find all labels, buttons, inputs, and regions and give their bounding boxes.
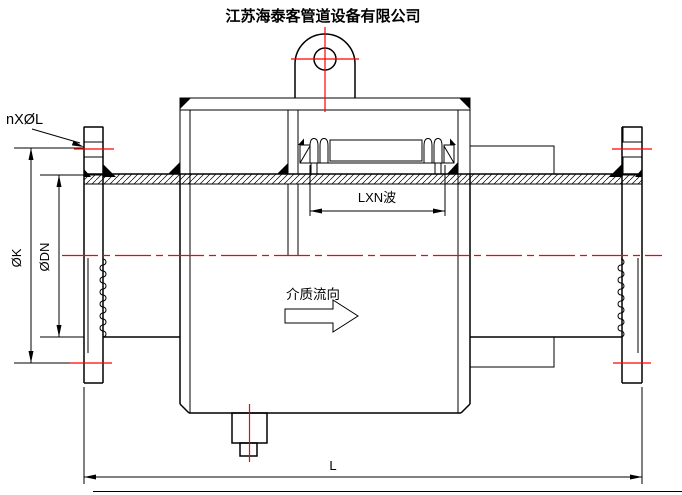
weld-fillet xyxy=(635,169,642,177)
corrugation xyxy=(319,137,329,163)
pipe-wall-section xyxy=(84,174,642,184)
chamfer xyxy=(460,403,471,414)
bellows xyxy=(298,137,456,174)
thread-symbol xyxy=(617,258,625,338)
partition-section xyxy=(287,109,299,175)
weld-fillet xyxy=(168,162,180,174)
bolt-holes-label: nXØL xyxy=(6,112,43,128)
bellows-collar-right xyxy=(443,144,455,164)
flow-direction-label: 介质流向 xyxy=(286,287,340,302)
right-end-ring-section xyxy=(457,109,471,175)
weld-fillet xyxy=(450,138,456,145)
flow-arrow-icon xyxy=(284,299,359,333)
guide-sleeve xyxy=(469,145,555,368)
thread-symbol xyxy=(99,258,107,338)
weld-fillet xyxy=(298,138,304,145)
weld-fillet xyxy=(277,163,288,174)
left-flange xyxy=(83,126,116,384)
weld-fillet xyxy=(84,169,91,177)
corrugation xyxy=(423,137,433,163)
company-title: 江苏海泰客管道设备有限公司 xyxy=(225,7,420,25)
corrugation xyxy=(433,137,443,163)
flow-direction: 介质流向 xyxy=(284,287,359,333)
overall-length-label: L xyxy=(329,458,336,473)
bellows-length-label: LXN波 xyxy=(358,190,396,205)
right-flange xyxy=(609,126,643,384)
bolt-circle-label: ØK xyxy=(9,248,24,267)
weld-fillet xyxy=(459,98,470,109)
leader-arrowhead xyxy=(71,140,84,147)
weld-fillet xyxy=(447,162,458,174)
corrugation xyxy=(309,137,319,163)
nominal-bore-label: ØDN xyxy=(37,243,52,272)
left-end-ring-section xyxy=(179,109,191,175)
centerlines xyxy=(62,27,662,462)
weld-fillet xyxy=(103,164,116,177)
dimensions: nXØL ØK ØDN LXN波 L xyxy=(6,112,643,484)
weld-fillet xyxy=(609,164,622,177)
bellows-mid-section xyxy=(329,139,423,162)
weld-fillet xyxy=(180,98,191,109)
chamfer xyxy=(179,403,190,414)
